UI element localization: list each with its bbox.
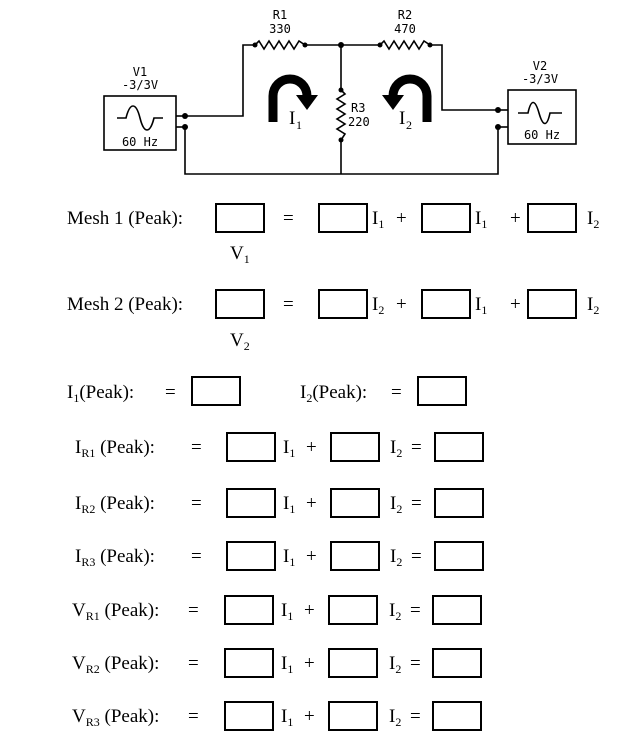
mesh1-label: Mesh 1 (Peak):	[67, 208, 184, 229]
result-input[interactable]	[432, 595, 482, 625]
mesh1-plus-1: +	[396, 208, 407, 229]
result-input[interactable]	[432, 701, 482, 731]
r1-value: 330	[269, 22, 291, 36]
mesh2-term-1: I2	[372, 294, 385, 317]
coef-i2-input[interactable]	[328, 595, 378, 625]
result-input[interactable]	[434, 432, 484, 462]
v1-frequency: 60 Hz	[122, 135, 158, 149]
coef-i2-input[interactable]	[330, 488, 380, 518]
coef-i2-input[interactable]	[328, 701, 378, 731]
row-label: IR2 (Peak):	[75, 493, 155, 516]
mesh2-v2-input[interactable]	[215, 289, 265, 319]
row-label: VR2 (Peak):	[72, 653, 160, 676]
resistor-r3	[335, 89, 347, 141]
loop2-current-sub: 2	[406, 118, 412, 132]
coef-i1-input[interactable]	[226, 541, 276, 571]
coef-i1-input[interactable]	[224, 701, 274, 731]
i2-peak-label: I2(Peak):	[300, 382, 368, 405]
resistor-r1	[254, 39, 306, 51]
result-input[interactable]	[434, 488, 484, 518]
mesh1-coef-3-input[interactable]	[527, 203, 577, 233]
mesh1-arrowhead-icon	[296, 95, 318, 110]
mesh2-coef-3-input[interactable]	[527, 289, 577, 319]
coef-i1-input[interactable]	[226, 432, 276, 462]
mesh2-equals: =	[283, 294, 294, 315]
source-v2-box	[507, 89, 577, 145]
loop2-current-label: I	[399, 108, 405, 129]
wire-left-top	[185, 44, 255, 117]
mesh1-coef-1-input[interactable]	[318, 203, 368, 233]
i1-equals: =	[165, 382, 176, 403]
i2-peak-input[interactable]	[417, 376, 467, 406]
result-input[interactable]	[432, 648, 482, 678]
sine-wave-icon	[518, 101, 562, 125]
loop1-current-sub: 1	[296, 118, 302, 132]
sine-wave-icon	[117, 105, 163, 131]
v1-name: V1	[133, 65, 147, 79]
source-v1-box	[103, 95, 177, 151]
loop1-current-label: I	[289, 108, 295, 129]
v1-amplitude: -3/3V	[122, 78, 158, 92]
mesh1-equals: =	[283, 208, 294, 229]
coef-i1-input[interactable]	[226, 488, 276, 518]
i1-peak-label: I1(Peak):	[67, 382, 135, 405]
mesh2-coef-1-input[interactable]	[318, 289, 368, 319]
mesh2-arrowhead-icon	[382, 95, 404, 110]
mesh2-plus-2: +	[510, 294, 521, 315]
mesh2-label: Mesh 2 (Peak):	[67, 294, 184, 315]
mesh1-plus-2: +	[510, 208, 521, 229]
circuit-diagram: R1 330 R2 470 R3 220 V1 -3/3V 60 Hz V2 -…	[103, 8, 577, 175]
v2-frequency: 60 Hz	[524, 128, 560, 142]
row-label: VR3 (Peak):	[72, 706, 160, 729]
coef-i1-input[interactable]	[224, 648, 274, 678]
mesh1-term-1: I1	[372, 208, 385, 231]
row-label: IR1 (Peak):	[75, 437, 155, 460]
mesh1-v1-input[interactable]	[215, 203, 265, 233]
mesh1-arrow-icon	[268, 74, 312, 122]
mesh2-plus-1: +	[396, 294, 407, 315]
i2-equals: =	[391, 382, 402, 403]
r2-value: 470	[394, 22, 416, 36]
v2-name: V2	[533, 59, 547, 73]
r3-value: 220	[348, 115, 370, 129]
mesh1-coef-2-input[interactable]	[421, 203, 471, 233]
result-input[interactable]	[434, 541, 484, 571]
v2-amplitude: -3/3V	[522, 72, 558, 86]
coef-i1-input[interactable]	[224, 595, 274, 625]
row-label: VR1 (Peak):	[72, 600, 160, 623]
r2-name: R2	[398, 8, 412, 22]
mesh2-arrow-icon	[388, 74, 432, 122]
resistor-r2	[379, 39, 431, 51]
r1-name: R1	[273, 8, 287, 22]
row-label: IR3 (Peak):	[75, 546, 155, 569]
mesh2-term-2: I1	[475, 294, 488, 317]
coef-i2-input[interactable]	[330, 541, 380, 571]
mesh2-coef-2-input[interactable]	[421, 289, 471, 319]
wire-right-top	[430, 44, 498, 111]
i1-peak-input[interactable]	[191, 376, 241, 406]
mesh2-term-3: I2	[587, 294, 600, 317]
r3-name: R3	[351, 101, 365, 115]
coef-i2-input[interactable]	[328, 648, 378, 678]
mesh1-term-2: I1	[475, 208, 488, 231]
mesh1-term-3: I2	[587, 208, 600, 231]
coef-i2-input[interactable]	[330, 432, 380, 462]
mesh1-v-label: V1	[230, 243, 250, 266]
mesh2-v-label: V2	[230, 330, 250, 353]
